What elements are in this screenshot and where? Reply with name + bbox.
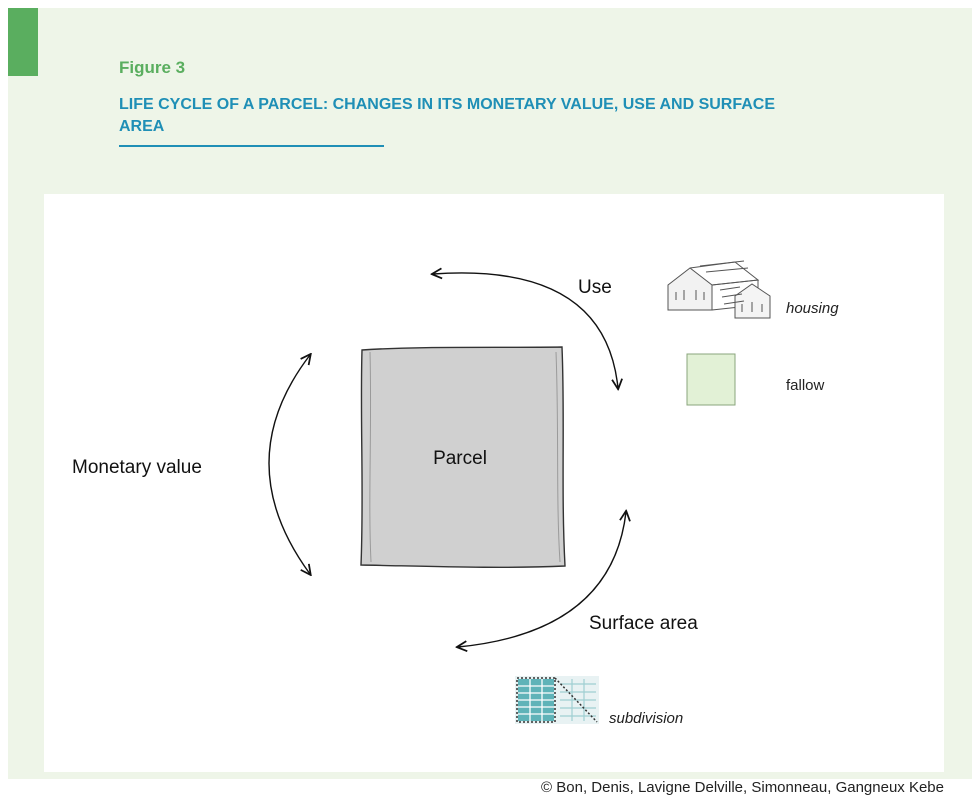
housing-label: housing	[786, 300, 839, 317]
accent-bar	[8, 8, 38, 76]
parcel-label: Parcel	[433, 448, 487, 469]
figure-title: LIFE CYCLE OF A PARCEL: CHANGES IN ITS M…	[119, 96, 776, 135]
copyright-caption: © Bon, Denis, Lavigne Delville, Simonnea…	[541, 779, 944, 796]
surface-area-label: Surface area	[589, 613, 698, 634]
subdivision-label: subdivision	[609, 710, 683, 727]
fallow-swatch	[686, 353, 736, 406]
monetary-value-arrow	[268, 355, 310, 574]
title-underline	[119, 145, 384, 147]
monetary-value-label: Monetary value	[72, 457, 202, 478]
subdivision-icon	[515, 676, 599, 724]
use-arrow	[433, 273, 618, 388]
fallow-label: fallow	[786, 377, 825, 394]
figure-label: Figure 3	[119, 58, 186, 77]
surface-area-arrow	[458, 512, 626, 647]
use-label: Use	[578, 277, 612, 298]
housing-icon	[667, 260, 771, 319]
